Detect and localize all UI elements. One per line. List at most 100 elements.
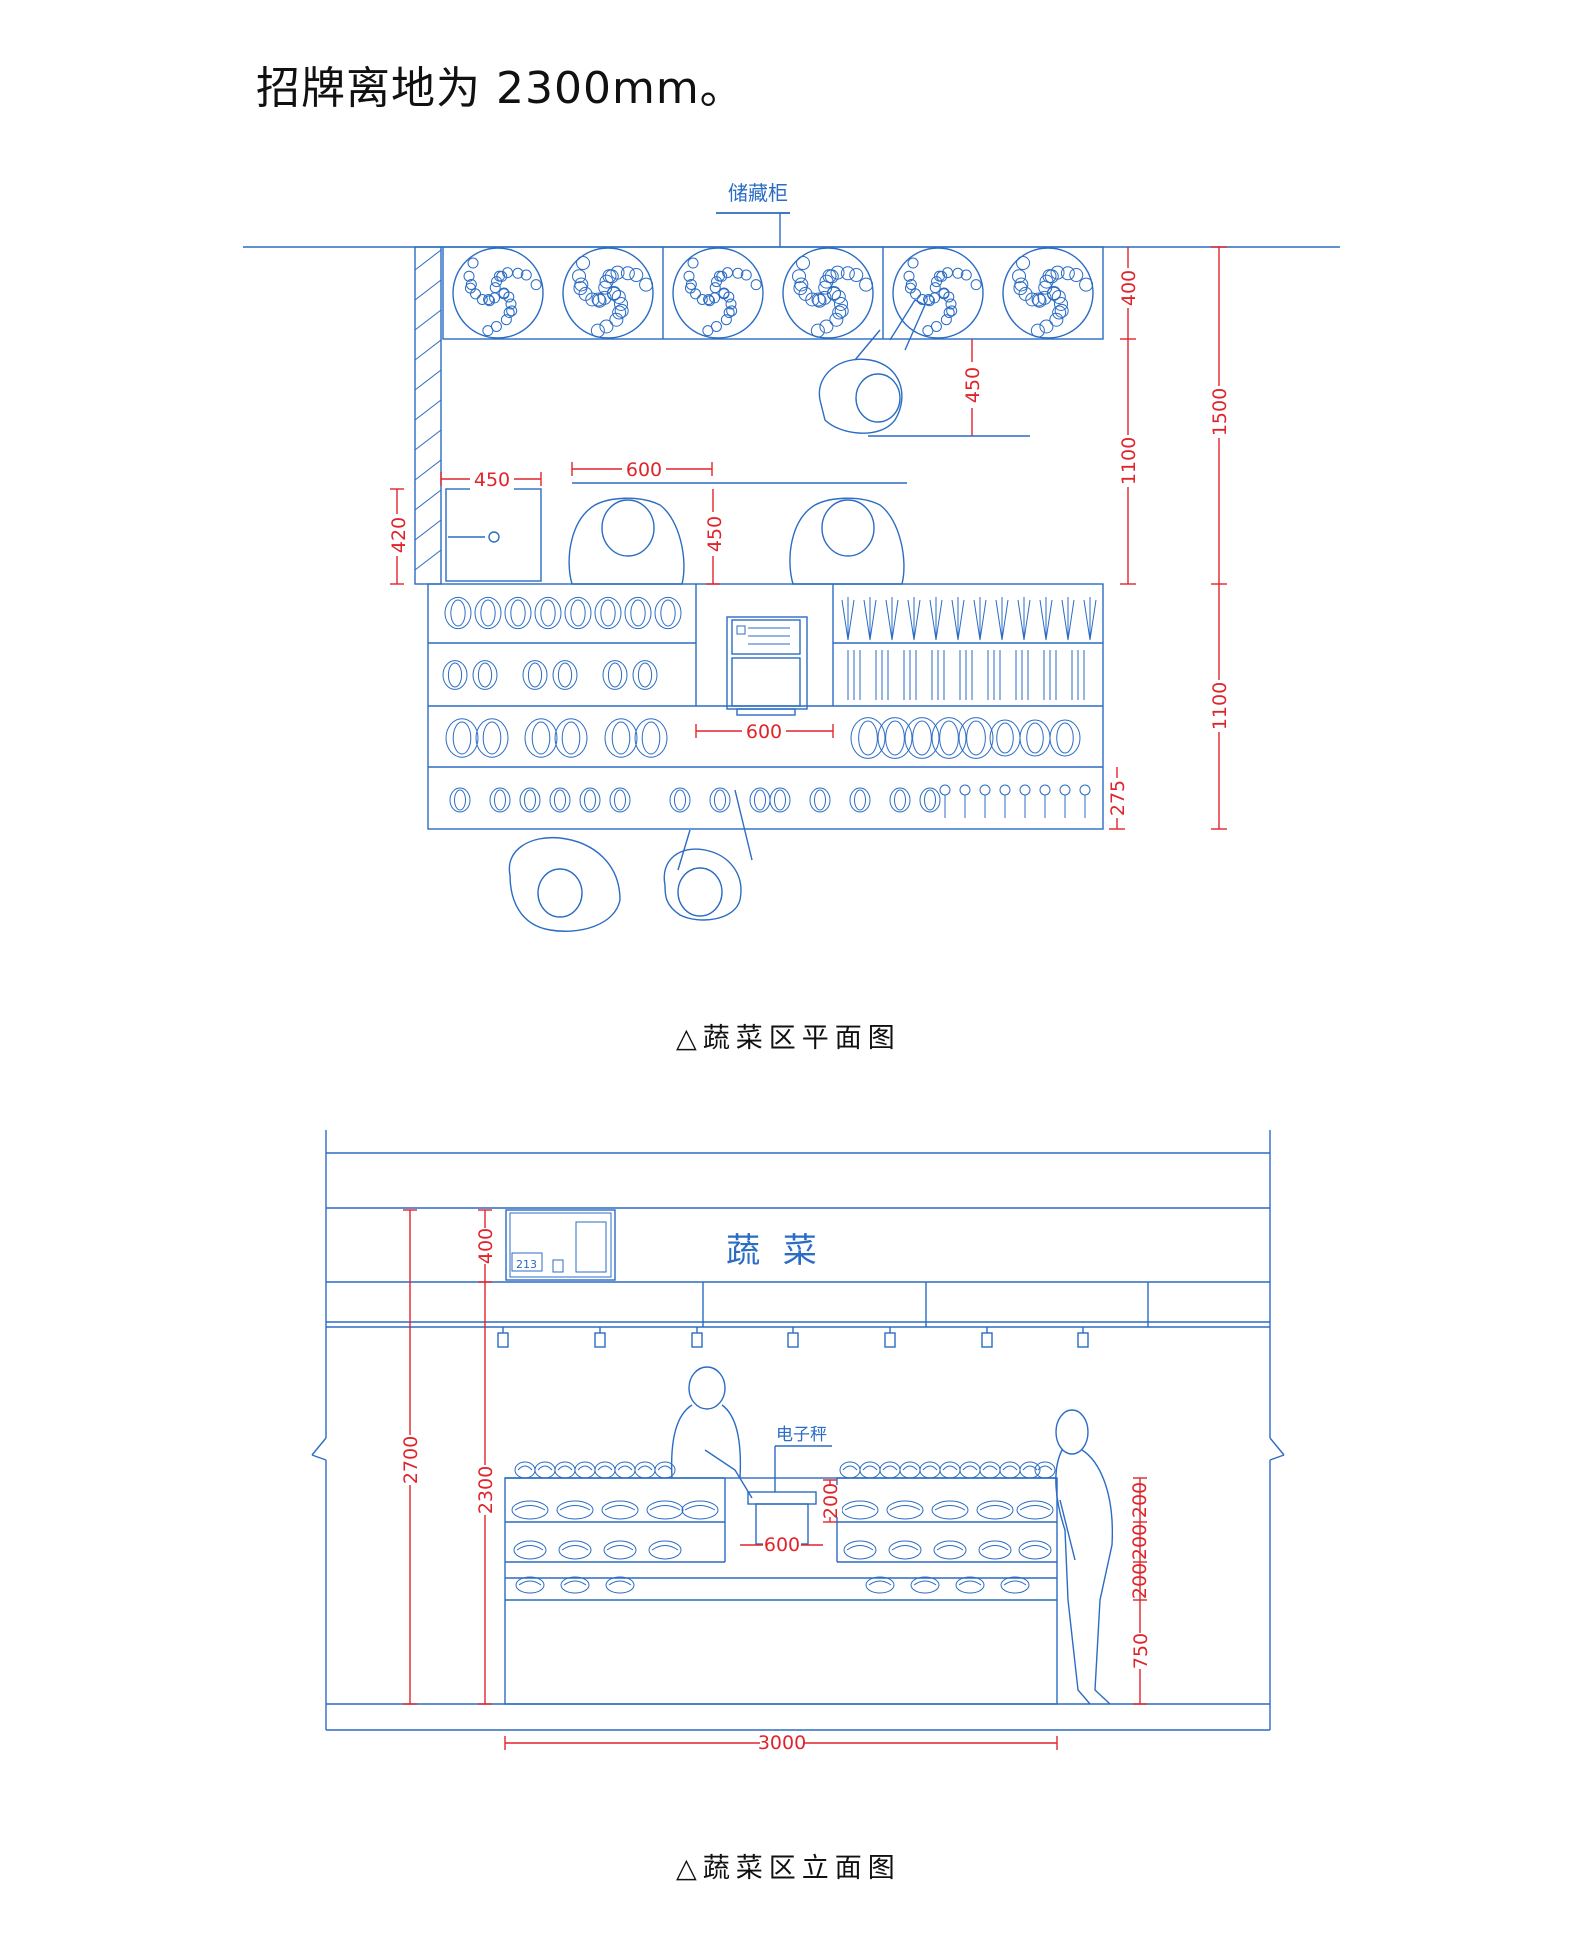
carrot-bunch	[903, 650, 917, 700]
spot-light	[1077, 1327, 1089, 1348]
customer-figure	[1055, 1409, 1114, 1705]
carrot-bunch	[875, 650, 889, 700]
cabbage-elev	[886, 1500, 924, 1520]
mushroom	[1079, 784, 1091, 818]
pepper-elev	[648, 1540, 682, 1560]
pepper-elev	[933, 1540, 967, 1560]
pepper	[602, 660, 628, 690]
dim-1100-a: 1100	[1118, 437, 1140, 485]
lettuce	[445, 718, 479, 758]
vegetable-basket	[782, 247, 874, 339]
produce-top	[939, 1461, 961, 1479]
tomato	[769, 787, 791, 813]
vegetable-basket	[892, 247, 984, 339]
dim-2700: 2700	[400, 1436, 422, 1484]
pepper	[522, 660, 548, 690]
tomato	[849, 787, 871, 813]
leafy-greens	[951, 597, 965, 641]
plan-view: 储藏柜	[243, 181, 1340, 932]
lettuce	[958, 717, 994, 759]
lettuce	[554, 718, 588, 758]
mushroom	[959, 784, 971, 818]
tomato	[489, 787, 511, 813]
dim-200-b: 200	[1129, 1524, 1151, 1560]
pepper-elev	[888, 1540, 922, 1560]
cabbage-elev	[601, 1500, 639, 1520]
pepper-elev	[513, 1540, 547, 1560]
tomato-elev	[910, 1576, 940, 1594]
dim-200-scale: 200	[820, 1483, 842, 1519]
dim-200-a: 200	[1129, 1482, 1151, 1518]
mushroom	[999, 784, 1011, 818]
carrot-bunch	[987, 650, 1001, 700]
dim-750: 750	[1130, 1633, 1152, 1669]
lettuce	[634, 718, 668, 758]
elevation-caption: △蔬菜区立面图	[676, 1853, 901, 1884]
dim-450-top: 450	[962, 367, 984, 403]
dim-450-mid: 450	[704, 516, 726, 552]
produce-top	[859, 1461, 881, 1479]
electronic-scale	[726, 616, 808, 716]
pepper-elev	[843, 1540, 877, 1560]
produce-top	[614, 1461, 636, 1479]
produce-top	[959, 1461, 981, 1479]
spot-light	[787, 1327, 799, 1348]
dim-400: 400	[1118, 270, 1140, 306]
tomato-elev	[605, 1576, 635, 1594]
cabbage-elev	[841, 1500, 879, 1520]
produce-top	[654, 1461, 676, 1479]
produce-top	[979, 1461, 1001, 1479]
cabbage-elev	[931, 1500, 969, 1520]
tomato-elev	[515, 1576, 545, 1594]
carrot-bunch	[1043, 650, 1057, 700]
tomato	[889, 787, 911, 813]
produce-top	[634, 1461, 656, 1479]
cabbage	[564, 596, 592, 630]
leafy-greens	[863, 597, 877, 641]
cabbage	[654, 596, 682, 630]
produce-top	[879, 1461, 901, 1479]
produce-top	[839, 1461, 861, 1479]
lettuce	[1019, 719, 1051, 757]
cabbage	[504, 596, 532, 630]
tomato	[669, 787, 691, 813]
dim-1500: 1500	[1209, 388, 1231, 436]
page-heading: 招牌离地为 2300mm。	[256, 63, 745, 114]
mushroom	[1059, 784, 1071, 818]
leafy-greens	[1039, 597, 1053, 641]
leafy-greens	[1061, 597, 1075, 641]
produce-top	[1019, 1461, 1041, 1479]
cabbage-elev	[1016, 1500, 1054, 1520]
storage-cabinet	[442, 246, 1104, 340]
elevation-view: 213 蔬 菜 电子秤	[311, 1130, 1285, 1755]
lettuce	[904, 717, 940, 759]
leafy-greens	[929, 597, 943, 641]
vegetable-basket	[452, 247, 544, 339]
pepper	[442, 660, 468, 690]
spot-light	[884, 1327, 896, 1348]
produce-top	[534, 1461, 556, 1479]
tomato-elev	[865, 1576, 895, 1594]
produce-top	[899, 1461, 921, 1479]
produce-top	[999, 1461, 1021, 1479]
dim-2300: 2300	[475, 1466, 497, 1514]
produce-top	[554, 1461, 576, 1479]
tomato	[609, 787, 631, 813]
cabbage-elev	[511, 1500, 549, 1520]
cabbage-elev	[681, 1500, 719, 1520]
mushroom	[979, 784, 991, 818]
leafy-greens	[885, 597, 899, 641]
dim-600-top: 600	[626, 459, 662, 481]
tomato	[919, 787, 941, 813]
carrot-bunch	[959, 650, 973, 700]
wall-hatch	[414, 249, 442, 571]
spot-light	[691, 1327, 703, 1348]
mushroom	[1019, 784, 1031, 818]
tomato	[809, 787, 831, 813]
pepper-elev	[558, 1540, 592, 1560]
spot-light	[981, 1327, 993, 1348]
sign-text: 蔬 菜	[726, 1231, 823, 1271]
tomato	[749, 787, 771, 813]
produce-top	[574, 1461, 596, 1479]
